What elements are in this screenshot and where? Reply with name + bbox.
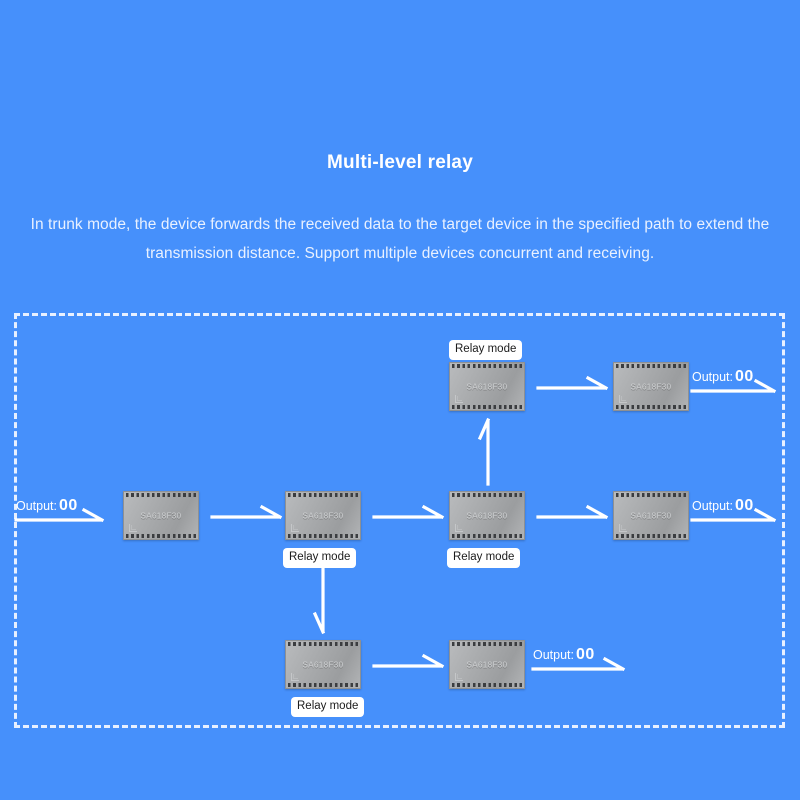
module-pads-bottom-icon xyxy=(452,683,522,687)
module-corner-mark-icon xyxy=(129,524,137,532)
arrow-up-to-top-icon xyxy=(477,417,498,486)
module-top-relay[interactable]: SA618F30 xyxy=(449,362,525,411)
output-prefix: Output: xyxy=(16,499,57,513)
arrow-mid-2-3-icon xyxy=(372,504,452,525)
module-pads-top-icon xyxy=(452,364,522,368)
relay-mode-tag-mid-1: Relay mode xyxy=(283,548,357,568)
relay-mode-tag-top: Relay mode xyxy=(449,340,523,360)
module-label: SA618F30 xyxy=(466,659,508,669)
arrow-mid-1-2-icon xyxy=(210,504,290,525)
arrow-top-1-2-icon xyxy=(536,375,616,396)
output-value: 00 xyxy=(59,497,78,514)
output-prefix: Output: xyxy=(533,648,574,662)
module-top-right[interactable]: SA618F30 xyxy=(613,362,689,411)
module-mid-relay-1[interactable]: SA618F30 xyxy=(285,491,361,540)
module-corner-mark-icon xyxy=(455,673,463,681)
module-corner-mark-icon xyxy=(291,524,299,532)
module-pads-top-icon xyxy=(452,493,522,497)
output-prefix: Output: xyxy=(692,499,733,513)
module-pads-bottom-icon xyxy=(288,683,358,687)
module-label: SA618F30 xyxy=(630,381,672,391)
page-title: Multi-level relay xyxy=(327,152,473,173)
relay-mode-tag-bottom: Relay mode xyxy=(291,697,365,717)
module-pads-bottom-icon xyxy=(616,534,686,538)
output-prefix: Output: xyxy=(692,370,733,384)
module-corner-mark-icon xyxy=(455,524,463,532)
module-pads-bottom-icon xyxy=(452,534,522,538)
module-mid-left[interactable]: SA618F30 xyxy=(123,491,199,540)
module-pads-top-icon xyxy=(452,642,522,646)
output-label-left: Output:00 xyxy=(16,497,78,515)
arrow-in-left-icon xyxy=(14,507,112,529)
module-pads-top-icon xyxy=(288,493,358,497)
output-value: 00 xyxy=(735,497,754,514)
module-pads-top-icon xyxy=(288,642,358,646)
module-mid-right[interactable]: SA618F30 xyxy=(613,491,689,540)
module-label: SA618F30 xyxy=(466,510,508,520)
module-label: SA618F30 xyxy=(630,510,672,520)
module-corner-mark-icon xyxy=(291,673,299,681)
arrow-bottom-1-2-icon xyxy=(372,653,452,674)
module-pads-top-icon xyxy=(616,493,686,497)
module-label: SA618F30 xyxy=(302,510,344,520)
page-description: In trunk mode, the device forwards the r… xyxy=(30,216,770,262)
output-value: 00 xyxy=(576,646,595,663)
arrow-mid-3-4-icon xyxy=(536,504,616,525)
module-pads-bottom-icon xyxy=(288,534,358,538)
arrow-mid-out-right-icon xyxy=(690,507,784,529)
module-corner-mark-icon xyxy=(619,524,627,532)
arrow-down-to-bottom-icon xyxy=(312,566,333,636)
relay-mode-tag-mid-2: Relay mode xyxy=(447,548,521,568)
module-pads-top-icon xyxy=(616,364,686,368)
module-bottom-relay[interactable]: SA618F30 xyxy=(285,640,361,689)
arrow-bottom-out-icon xyxy=(531,656,633,678)
module-label: SA618F30 xyxy=(466,381,508,391)
output-value: 00 xyxy=(735,368,754,385)
module-pads-top-icon xyxy=(126,493,196,497)
module-label: SA618F30 xyxy=(302,659,344,669)
arrow-top-out-right-icon xyxy=(690,378,784,400)
output-label-bottom-right: Output:00 xyxy=(533,646,595,664)
module-corner-mark-icon xyxy=(619,395,627,403)
module-mid-relay-2[interactable]: SA618F30 xyxy=(449,491,525,540)
module-pads-bottom-icon xyxy=(616,405,686,409)
module-pads-bottom-icon xyxy=(452,405,522,409)
module-corner-mark-icon xyxy=(455,395,463,403)
module-label: SA618F30 xyxy=(140,510,182,520)
module-bottom-right[interactable]: SA618F30 xyxy=(449,640,525,689)
output-label-mid-right: Output:00 xyxy=(692,497,754,515)
output-label-top-right: Output:00 xyxy=(692,368,754,386)
module-pads-bottom-icon xyxy=(126,534,196,538)
